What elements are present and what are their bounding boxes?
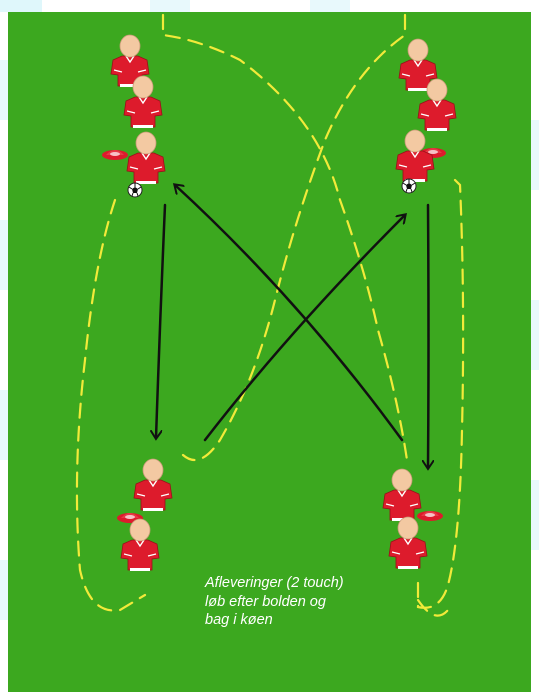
run-path-right-bottom — [416, 598, 450, 617]
player-icon — [133, 458, 173, 512]
run-path-top-right-loop — [181, 13, 407, 462]
pass-arrow-left-down — [156, 203, 167, 438]
pass-arrow-diagonal-up-left — [175, 185, 404, 442]
run-path-right-outer — [416, 178, 465, 609]
run-path-top-left-loop — [161, 13, 409, 462]
pass-arrow-diagonal-up-right — [203, 215, 405, 442]
pass-arrow-right-down — [428, 203, 429, 468]
player-icon — [382, 468, 422, 522]
player-group-top-left — [110, 34, 166, 198]
player-icon — [126, 131, 166, 185]
player-icon — [120, 518, 160, 572]
ball-icon — [127, 182, 143, 198]
drill-caption: Afleveringer (2 touch) løb efter bolden … — [205, 574, 405, 630]
caption-line: løb efter bolden og — [205, 593, 326, 610]
caption-line: Afleveringer (2 touch) — [205, 575, 344, 591]
player-icon — [388, 516, 428, 570]
run-path-left-outer — [75, 198, 147, 612]
pass-arrows — [156, 185, 429, 468]
ball-icon — [401, 178, 417, 194]
cone-icon — [102, 150, 128, 160]
run-paths — [75, 13, 465, 617]
player-group-top-right — [395, 38, 457, 194]
cone-icon — [417, 511, 443, 521]
player-icon — [395, 129, 435, 183]
caption-line: bag i køen — [205, 612, 273, 628]
